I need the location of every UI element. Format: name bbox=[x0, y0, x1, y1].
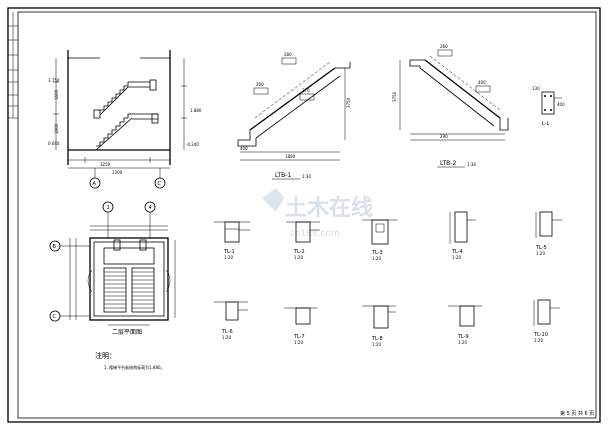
beam-tl8-scale: 1:20 bbox=[372, 342, 381, 347]
beam-tl7-scale: 1:20 bbox=[294, 340, 303, 345]
section-l-label: L-L bbox=[542, 121, 550, 127]
elev-axis-a: A bbox=[93, 181, 97, 187]
plan-axis-bubble-1 bbox=[102, 201, 114, 213]
elev-dim-2: 1600 bbox=[54, 89, 59, 100]
plan-axis-bubble-b bbox=[49, 240, 61, 252]
beam-tl6-scale: 1:20 bbox=[222, 335, 231, 340]
watermark-sub: co188.com bbox=[290, 229, 340, 239]
sheet-border bbox=[7, 7, 601, 423]
ltb1-tag-2: 260 bbox=[256, 82, 264, 87]
plan-title: 二层平面图 bbox=[112, 329, 142, 336]
beam-tl3-name: TL-3 bbox=[371, 250, 383, 256]
elev-dim-4: 3300 bbox=[112, 170, 123, 175]
ltb1-tag-1: 280 bbox=[284, 52, 292, 57]
beam-tl1-name: TL-1 bbox=[223, 249, 235, 255]
beam-tl6-name: TL-6 bbox=[221, 329, 233, 335]
beam-tl1-scale: 1:20 bbox=[224, 255, 233, 260]
section-l-tag-1: 130 bbox=[532, 86, 540, 91]
elev-dim-3: 1600 bbox=[54, 123, 59, 134]
elev-level-3: 0.040 bbox=[48, 141, 60, 146]
plan-axis-1: 1 bbox=[107, 205, 110, 211]
ltb1-scale: 1:30 bbox=[302, 174, 311, 179]
beam-tl7-name: TL-7 bbox=[293, 334, 305, 340]
elev-level-2: 1.880 bbox=[190, 108, 202, 113]
watermark-text: 土木在线 bbox=[285, 195, 373, 221]
axis-bubble-a bbox=[89, 177, 101, 189]
ltb2-title: LTB-2 bbox=[440, 160, 456, 167]
beam-sections-row2 bbox=[214, 299, 560, 329]
ltb1-title: LTB-1 bbox=[275, 172, 291, 179]
axis-bubble-c bbox=[154, 177, 166, 189]
beam-tl4-name: TL-4 bbox=[451, 249, 463, 255]
beam-tl8-name: TL-8 bbox=[371, 336, 383, 342]
beam-sections-row1 bbox=[214, 211, 562, 245]
left-title-strip bbox=[8, 12, 18, 119]
ltb2-tag-3: 290 bbox=[440, 134, 448, 139]
plan-axis-bubble-c bbox=[49, 310, 61, 322]
beam-tl2-name: TL-2 bbox=[293, 249, 305, 255]
notes-title: 注明： bbox=[95, 351, 116, 360]
inner-border bbox=[17, 11, 597, 419]
ltb1-tag-5: 3750 bbox=[346, 97, 351, 108]
ltb1-tag-6: 1880 bbox=[285, 154, 296, 159]
ltb1-detail bbox=[237, 57, 351, 161]
stair-elevation bbox=[53, 50, 187, 189]
ltb2-scale: 1:30 bbox=[467, 162, 476, 167]
elev-dim-1: 3250 bbox=[100, 162, 111, 167]
section-l-detail bbox=[541, 91, 562, 115]
elev-axis-c: C bbox=[158, 181, 162, 187]
beam-tl9-name: TL-9 bbox=[457, 334, 469, 340]
plan-axis-c: C bbox=[53, 314, 57, 320]
plan-axis-4: 4 bbox=[149, 205, 152, 211]
plan-axis-b: B bbox=[53, 244, 57, 250]
elev-level-1: 3.750 bbox=[48, 78, 60, 83]
beam-tl9-scale: 1:20 bbox=[458, 340, 467, 345]
beam-tl2-scale: 1:20 bbox=[294, 255, 303, 260]
page-label: 第 5 页 共 6 页 bbox=[560, 410, 594, 417]
section-l-tag-2: 400 bbox=[557, 102, 565, 107]
elev-level-4: -0.240 bbox=[186, 142, 199, 147]
beam-tl10-scale: 1:20 bbox=[534, 338, 543, 343]
beam-tl3-scale: 1:20 bbox=[372, 256, 381, 261]
ltb2-detail bbox=[399, 49, 509, 141]
beam-tl5-name: TL-5 bbox=[535, 245, 547, 251]
notes-line-1: 1. 楼梯平台板结构标高为1.880。 bbox=[104, 364, 165, 370]
second-floor-plan bbox=[49, 201, 176, 326]
watermark: 土木在线 co188.com bbox=[262, 188, 373, 239]
ltb1-tag-3: 270 bbox=[302, 88, 310, 93]
beam-tl10-name: TL-10 bbox=[533, 332, 548, 338]
plan-axis-bubble-4 bbox=[144, 201, 156, 213]
beam-tl4-scale: 1:20 bbox=[452, 255, 461, 260]
ltb2-tag-2: 400 bbox=[478, 80, 486, 85]
ltb2-tag-1: 260 bbox=[440, 44, 448, 49]
ltb1-tag-4: 400 bbox=[240, 146, 248, 151]
beam-tl5-scale: 1:20 bbox=[536, 251, 545, 256]
ltb2-tag-4: 3750 bbox=[392, 91, 397, 102]
